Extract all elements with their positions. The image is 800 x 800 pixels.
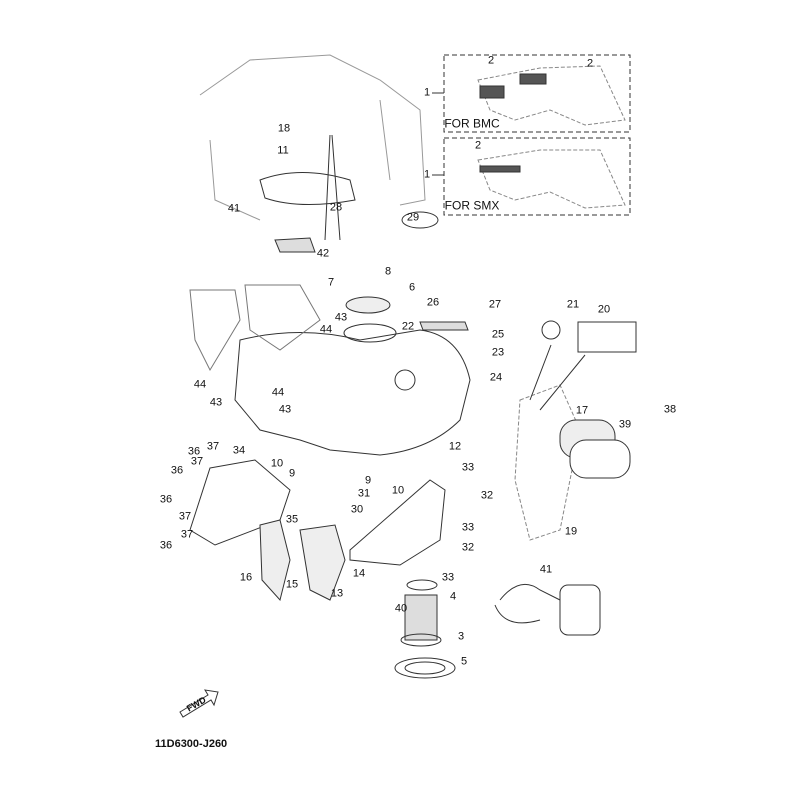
callout-number: 1 [423, 168, 431, 181]
callout-number: 25 [491, 328, 505, 341]
callout-number: 34 [232, 444, 246, 457]
callout-number: 2 [586, 57, 594, 70]
callout-number: 43 [278, 403, 292, 416]
callout-number: 2 [487, 54, 495, 67]
callout-number: 33 [461, 521, 475, 534]
callout-number: 23 [491, 346, 505, 359]
callout-number: 7 [327, 276, 335, 289]
callout-number: 33 [461, 461, 475, 474]
callout-number: 17 [575, 404, 589, 417]
callout-number: 26 [426, 296, 440, 309]
callout-number: 36 [170, 464, 184, 477]
callout-number: 35 [285, 513, 299, 526]
callout-number: 32 [461, 541, 475, 554]
callout-number: 9 [364, 474, 372, 487]
callout-number: 11 [277, 144, 289, 157]
note-for-smx: FOR SMX [444, 198, 500, 213]
callout-number: 44 [319, 323, 333, 336]
callout-number: 37 [206, 440, 220, 453]
callout-number: 37 [178, 510, 192, 523]
callout-number: 33 [441, 571, 455, 584]
callout-number: 21 [566, 298, 580, 311]
callout-number: 12 [448, 440, 462, 453]
callout-number: 1 [423, 86, 431, 99]
callout-number: 14 [352, 567, 366, 580]
note-for-bmc: FOR BMC [444, 116, 500, 131]
callout-number: 42 [316, 247, 330, 260]
callout-number: 37 [190, 455, 204, 468]
callout-number: 6 [408, 281, 416, 294]
diagram-code: 11D6300-J260 [155, 738, 228, 750]
callout-number: 18 [277, 122, 291, 135]
callout-number: 2 [474, 139, 482, 152]
callout-number: 13 [330, 587, 344, 600]
callout-number: 4 [449, 590, 457, 603]
callout-number: 41 [539, 563, 553, 576]
callout-number: 15 [285, 578, 299, 591]
callout-number: 16 [239, 571, 253, 584]
callout-number: 38 [663, 403, 677, 416]
callout-number: 20 [597, 303, 611, 316]
callout-number: 30 [350, 503, 364, 516]
callout-number: 40 [394, 602, 408, 615]
callout-number: 10 [391, 484, 405, 497]
callout-number: 9 [288, 467, 296, 480]
smx-inset-box [443, 137, 631, 216]
callout-number: 22 [401, 320, 415, 333]
bmc-inset-box [443, 54, 631, 133]
callout-number: 32 [480, 489, 494, 502]
callout-number: 41 [227, 202, 241, 215]
callout-number: 44 [193, 378, 207, 391]
callout-number: 24 [489, 371, 503, 384]
callout-number: 37 [180, 528, 194, 541]
callout-number: 43 [209, 396, 223, 409]
callout-number: 3 [457, 630, 465, 643]
callout-number: 36 [159, 539, 173, 552]
callout-number: 43 [334, 311, 348, 324]
callout-number: 31 [357, 487, 371, 500]
callout-number: 36 [159, 493, 173, 506]
callout-number: 29 [406, 211, 420, 224]
callout-number: 27 [488, 298, 502, 311]
callout-number: 36 [187, 445, 201, 458]
callout-number: 19 [564, 525, 578, 538]
callout-number: 44 [271, 386, 285, 399]
callout-number: 39 [618, 418, 632, 431]
callout-number: 28 [329, 201, 343, 214]
callout-number: 10 [270, 457, 284, 470]
callout-number: 5 [460, 655, 468, 668]
callout-number: 8 [384, 265, 392, 278]
